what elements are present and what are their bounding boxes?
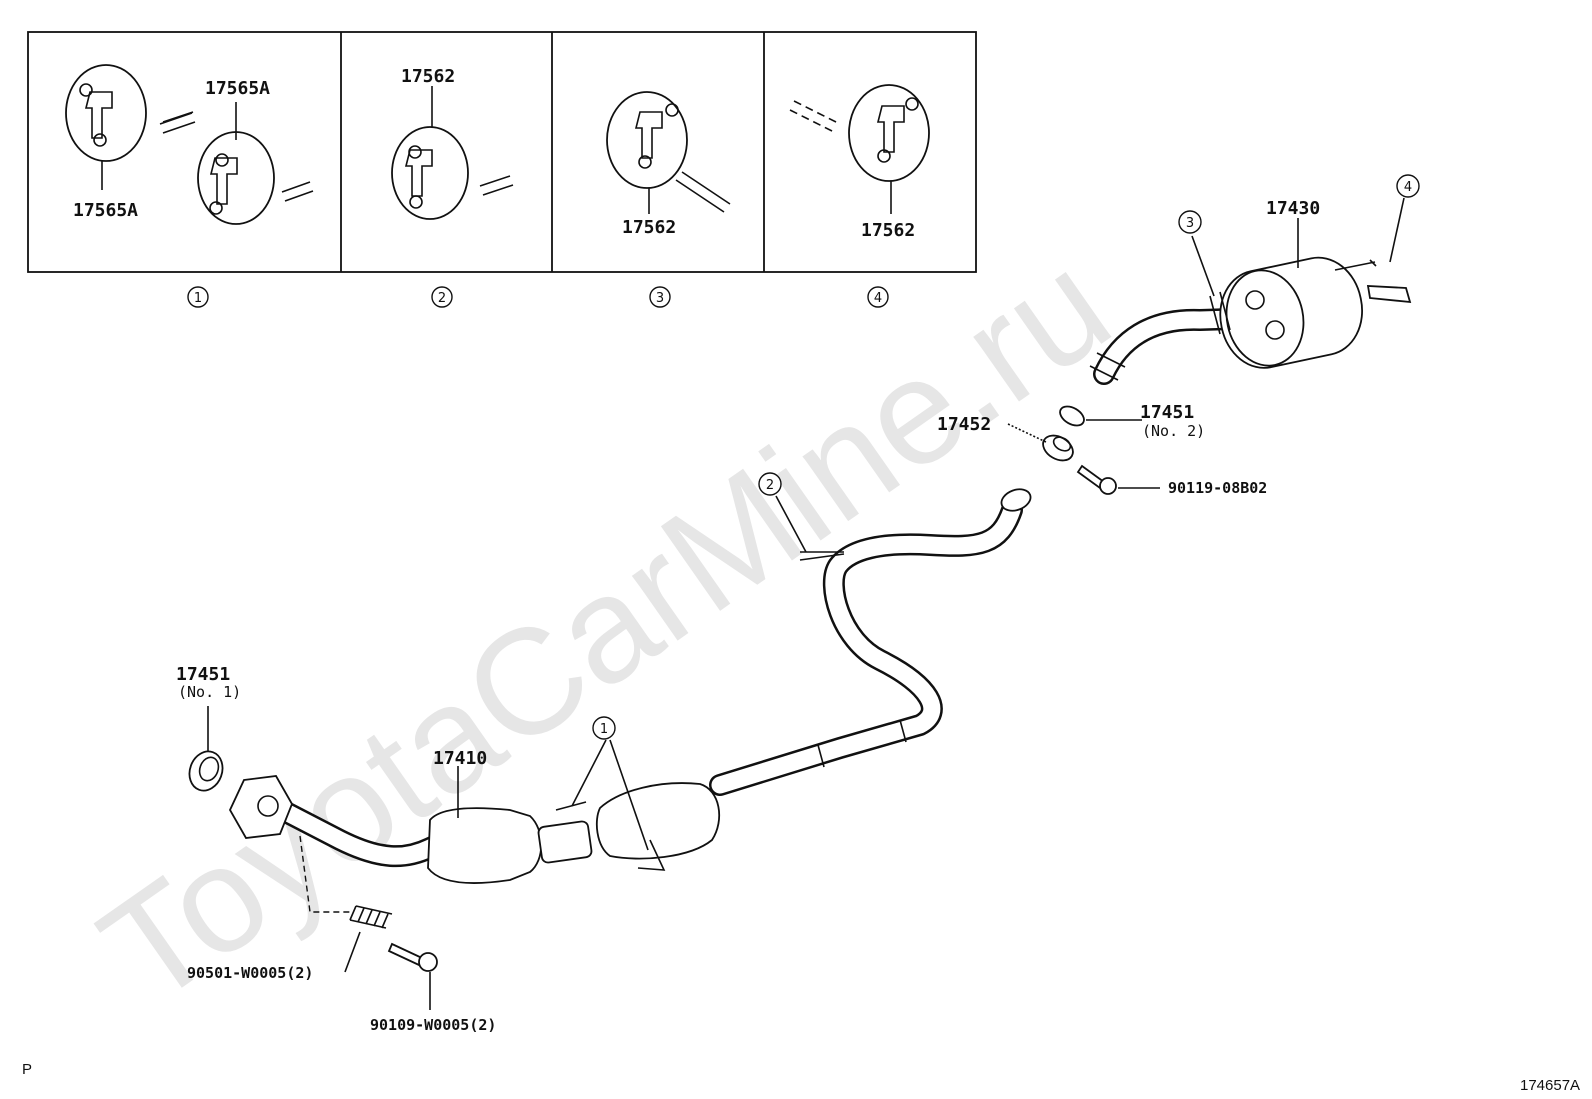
legend-label-17565a-bottom: 17565A xyxy=(73,200,138,221)
label-gasket-no2-note: (No. 2) xyxy=(1142,422,1205,440)
label-gasket-17451-no2: 17451 xyxy=(1140,402,1194,423)
svg-text:2: 2 xyxy=(438,291,446,306)
label-gasket-17451-no1: 17451 xyxy=(176,664,230,685)
watermark-text: ToyotaCarMine.ru xyxy=(72,220,1138,1037)
front-gasket: 17451 (No. 1) xyxy=(176,664,241,792)
legend-box-4: 17562 xyxy=(789,84,930,241)
footer-figure-number: 174657A xyxy=(1520,1077,1580,1094)
legend-label-17562: 17562 xyxy=(861,220,915,241)
svg-text:2: 2 xyxy=(766,478,774,493)
legend-box-1: 17565A 17565A xyxy=(65,64,314,225)
label-bolt-90109-w0005: 90109-W0005(2) xyxy=(370,1016,496,1034)
front-fasteners: 90501-W0005(2) 90109-W0005(2) xyxy=(187,835,496,1034)
legend-box-2: 17562 xyxy=(391,66,514,220)
callout-circle-1: 1 xyxy=(592,716,616,740)
legend-circle-3: 3 xyxy=(649,286,671,308)
footer-left-code: P xyxy=(22,1061,32,1078)
bolt-icon xyxy=(387,942,438,972)
rubber-hanger-icon xyxy=(848,84,930,182)
svg-text:4: 4 xyxy=(874,291,882,306)
compression-spring-icon xyxy=(349,905,393,929)
svg-text:3: 3 xyxy=(1186,216,1194,231)
label-ring-17452: 17452 xyxy=(937,414,991,435)
rubber-hanger-icon xyxy=(606,91,688,189)
label-converter-17410: 17410 xyxy=(433,748,487,769)
callout-circle-2: 2 xyxy=(758,472,782,496)
legend-label-17562: 17562 xyxy=(401,66,455,87)
rubber-hanger-icon xyxy=(197,131,275,225)
muffler-assembly: 17430 3 4 xyxy=(1089,174,1420,385)
svg-text:4: 4 xyxy=(1404,180,1412,195)
front-pipe-converter: 17410 1 xyxy=(228,716,721,884)
legend-circle-4: 4 xyxy=(867,286,889,308)
svg-text:1: 1 xyxy=(194,291,202,306)
label-gasket-no1-note: (No. 1) xyxy=(178,683,241,701)
rubber-hanger-icon xyxy=(391,126,469,220)
legend-label-17562: 17562 xyxy=(622,217,676,238)
rubber-hanger-icon xyxy=(65,64,147,162)
svg-text:3: 3 xyxy=(656,291,664,306)
legend-panel: 17565A 17565A 17562 17 xyxy=(27,31,977,308)
svg-text:1: 1 xyxy=(600,722,608,737)
legend-circle-1: 1 xyxy=(187,286,209,308)
label-bolt-90119-08b02: 90119-08B02 xyxy=(1168,479,1267,497)
legend-label-17565a-top: 17565A xyxy=(205,78,270,99)
legend-circle-2: 2 xyxy=(431,286,453,308)
callout-circle-3: 3 xyxy=(1178,210,1202,234)
label-muffler-17430: 17430 xyxy=(1266,198,1320,219)
legend-box-3: 17562 xyxy=(606,91,731,238)
callout-circle-4: 4 xyxy=(1396,174,1420,198)
center-pipe: 2 xyxy=(709,472,1032,796)
rear-joint-parts: 17451 (No. 2) 17452 90119-08B02 xyxy=(937,402,1267,497)
label-spring-90501-w0005: 90501-W0005(2) xyxy=(187,964,313,982)
